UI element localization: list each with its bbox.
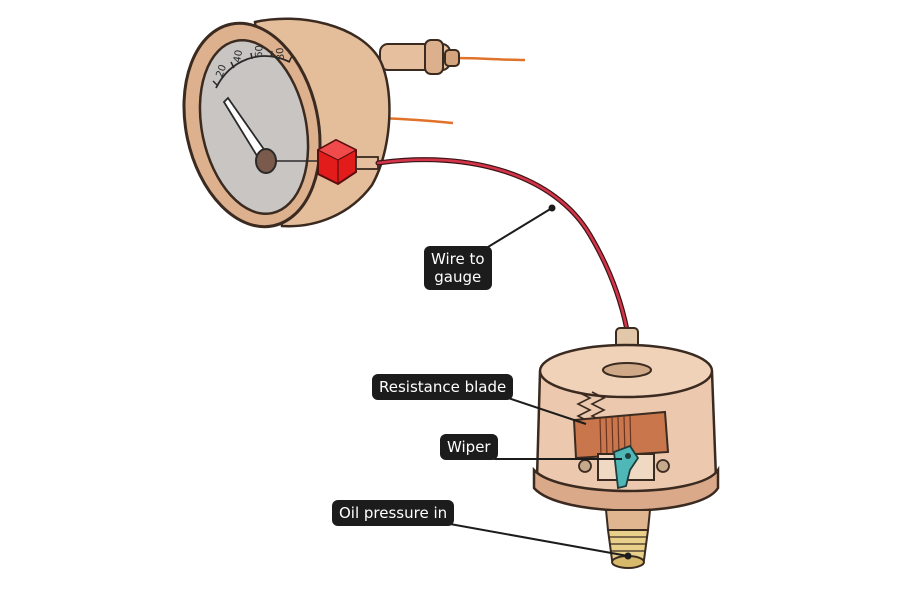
wiper: [613, 444, 640, 490]
leader-dot-wire: [548, 204, 556, 212]
gauge-sender-wire-core: [376, 158, 629, 332]
leader-resistance-blade: [507, 397, 587, 425]
leader-wire-to-gauge: [487, 207, 553, 248]
leader-oil-pressure-in: [449, 523, 629, 557]
gauge-dial-label: 60: [254, 45, 265, 58]
gauge-dial-label: 40: [232, 49, 245, 63]
label-wire-to-gauge: Wire to gauge: [424, 246, 492, 290]
label-wiper: Wiper: [440, 434, 498, 460]
gauge-scale-arc: [215, 55, 291, 89]
gauge-dial-label: 20: [214, 63, 229, 79]
label-oil-pressure-in: Oil pressure in: [332, 500, 455, 526]
gauge-rear-wire-top: [454, 56, 526, 62]
label-wire-to-gauge-line-1: Wire to: [431, 250, 485, 268]
gauge-needle-hub: [255, 148, 277, 174]
oil-inlet-fitting: [604, 509, 652, 569]
label-resistance-blade: Resistance blade: [372, 374, 514, 400]
mount-screw-left: [578, 459, 592, 473]
resistance-blade: [572, 410, 670, 460]
gauge-dial-label: 80: [275, 47, 287, 61]
gauge-sender-wire: [375, 157, 630, 333]
sender-base-flange: [532, 465, 720, 512]
oil-pressure-sender: [532, 327, 720, 569]
leader-dot-oil: [624, 552, 632, 560]
gauge-ticks: [212, 50, 293, 87]
mount-screw-right: [656, 459, 670, 473]
gauge-rear-terminal: [379, 39, 460, 75]
sender-spring: [576, 391, 606, 423]
oil-pressure-gauge: 20 40 60 80: [182, 17, 526, 229]
gauge-face: [198, 38, 310, 216]
label-wire-to-gauge-line-2: gauge: [434, 268, 482, 286]
